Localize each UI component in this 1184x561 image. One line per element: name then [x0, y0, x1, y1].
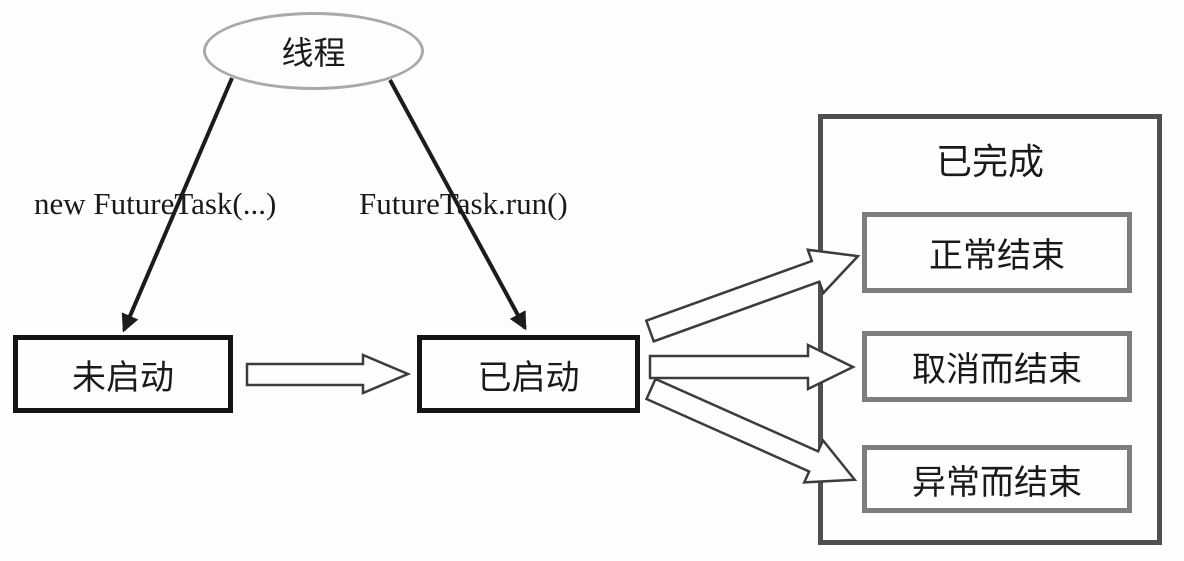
- state-started: 已启动: [417, 335, 640, 413]
- outcome-normal-finish: 正常结束: [862, 212, 1132, 293]
- thread-node: 线程: [203, 12, 424, 90]
- state-not-started: 未启动: [13, 335, 233, 413]
- completed-group-title: 已完成: [935, 142, 1044, 182]
- thread-label: 线程: [281, 35, 346, 71]
- edge-label-futuretask-run: FutureTask.run(): [359, 186, 568, 221]
- outcome-cancelled-finish: 取消而结束: [862, 331, 1132, 402]
- state-started-label: 已启动: [477, 359, 580, 397]
- completed-group-box: 已完成 正常结束 取消而结束 异常而结束: [818, 114, 1162, 545]
- arrow-not-started-to-started-icon: [245, 353, 412, 395]
- outcome-exception-finish: 异常而结束: [862, 445, 1132, 513]
- state-not-started-label: 未启动: [72, 359, 174, 397]
- edge-label-new-futuretask: new FutureTask(...): [34, 186, 277, 221]
- outcome-exception-finish-label: 异常而结束: [912, 464, 1082, 502]
- outcome-cancelled-finish-label: 取消而结束: [912, 352, 1082, 389]
- outcome-normal-finish-label: 正常结束: [929, 238, 1065, 275]
